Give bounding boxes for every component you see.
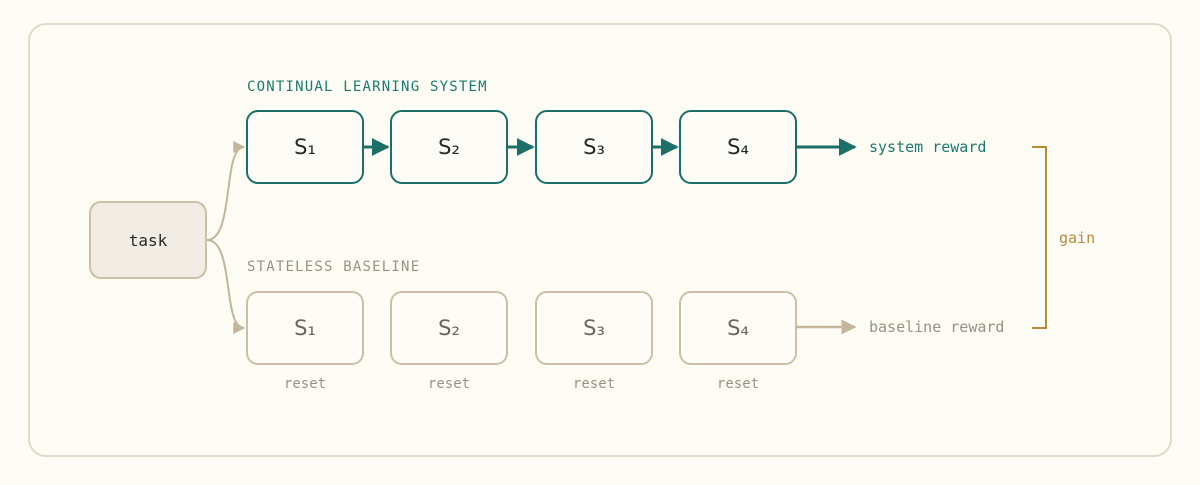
baseline-step-2: S₂: [390, 291, 508, 365]
task-to-system-connector: [206, 141, 246, 241]
baseline-step-1: S₁: [246, 291, 364, 365]
system-step-3: S₃: [535, 110, 653, 184]
reset-label-2: reset: [427, 376, 471, 392]
baseline-section-title: STATELESS BASELINE: [247, 259, 421, 275]
task-node: task: [89, 201, 207, 279]
system-reward-label: system reward: [869, 138, 987, 156]
reset-label-4: reset: [716, 376, 760, 392]
system-step-4: S₄: [679, 110, 797, 184]
reset-label-1: reset: [283, 376, 327, 392]
system-section-title: CONTINUAL LEARNING SYSTEM: [247, 79, 488, 95]
task-to-baseline-connector: [206, 239, 246, 334]
system-step-2: S₂: [390, 110, 508, 184]
gain-label: gain: [1059, 229, 1096, 247]
baseline-reward-label: baseline reward: [869, 318, 1005, 336]
diagram-frame: [28, 23, 1172, 457]
system-step-1: S₁: [246, 110, 364, 184]
reset-label-3: reset: [572, 376, 616, 392]
gain-bracket: [1032, 146, 1047, 329]
baseline-step-4: S₄: [679, 291, 797, 365]
baseline-step-3: S₃: [535, 291, 653, 365]
